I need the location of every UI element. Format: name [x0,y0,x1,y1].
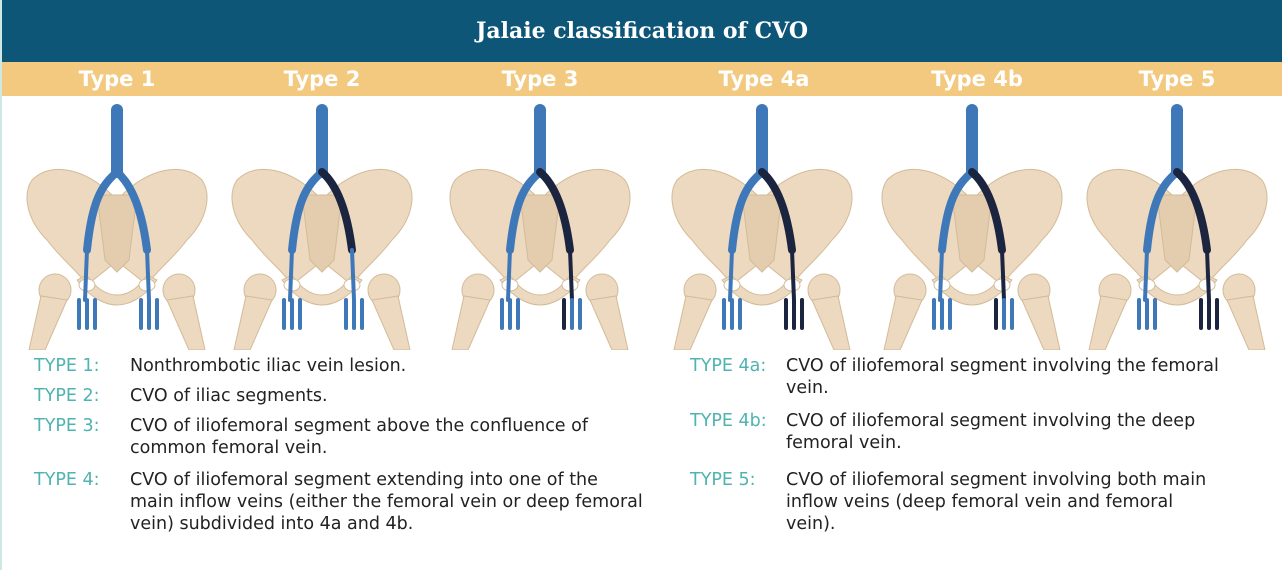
left-femur [674,296,712,350]
pelvis-svg [662,100,862,350]
type-header-bar: Type 1 Type 2 Type 3 Type 4a Type 4b Typ… [2,62,1282,96]
left-femur [452,296,490,350]
definition-type-2: TYPE 2: CVO of iliac segments. [34,385,644,407]
pelvis-right-wing [327,169,412,285]
pelvis-illustration-type-2 [222,100,422,350]
left-femur [29,296,67,350]
definition-text: CVO of iliac segments. [130,385,328,407]
type-label-1: Type 1 [27,62,207,96]
definition-key: TYPE 2: [34,385,130,407]
pelvis-right-wing [122,169,207,285]
right-femur [812,296,850,350]
right-femur [167,296,205,350]
right-femur [1227,296,1265,350]
pelvis-illustration-type-4a [662,100,862,350]
type-label-3: Type 3 [450,62,630,96]
title-bar: Jalaie classification of CVO [2,0,1282,62]
pelvis-illustration-type-1 [17,100,217,350]
pelvis-svg [17,100,217,350]
left-femur [1089,296,1127,350]
definition-text: CVO of iliofemoral segment involving the… [786,410,1226,454]
left-femur [234,296,272,350]
definition-type-4b: TYPE 4b: CVO of iliofemoral segment invo… [690,410,1250,454]
pelvis-right-wing [545,169,630,285]
pelvis-right-wing [1182,169,1267,285]
definition-key: TYPE 3: [34,415,130,459]
right-femur [590,296,628,350]
right-femoral-vein [1209,300,1217,328]
pelvis-right-wing [977,169,1062,285]
right-femoral-vein [794,300,802,328]
pelvis-illustration-type-3 [440,100,640,350]
right-femoral-vein [354,300,362,328]
right-femur [372,296,410,350]
definition-key: TYPE 4: [34,469,130,535]
definition-type-4: TYPE 4: CVO of iliofemoral segment exten… [34,469,644,535]
pelvis-svg [1077,100,1277,350]
right-femoral-vein [149,300,157,328]
definition-key: TYPE 5: [690,469,786,535]
pelvis-svg [440,100,640,350]
definition-type-3: TYPE 3: CVO of iliofemoral segment above… [34,415,644,459]
definition-text: CVO of iliofemoral segment involving the… [786,355,1226,399]
pelvis-illustration-type-4b [872,100,1072,350]
pelvis-svg [872,100,1072,350]
right-femoral-vein [1004,300,1012,328]
pelvis-svg [222,100,422,350]
type-label-4b: Type 4b [887,62,1067,96]
definition-type-5: TYPE 5: CVO of iliofemoral segment invol… [690,469,1250,535]
definition-key: TYPE 4b: [690,410,786,454]
definition-text: CVO of iliofemoral segment involving bot… [786,469,1226,535]
right-femur [1022,296,1060,350]
definition-type-1: TYPE 1: Nonthrombotic iliac vein lesion. [34,355,644,377]
type-label-4a: Type 4a [674,62,854,96]
pelvis-illustration-type-5 [1077,100,1277,350]
definition-text: Nonthrombotic iliac vein lesion. [130,355,406,377]
pelvis-illustrations [2,100,1282,355]
figure-title: Jalaie classification of CVO [476,18,808,44]
definition-text: CVO of iliofemoral segment above the con… [130,415,644,459]
left-femur [884,296,922,350]
definition-key: TYPE 1: [34,355,130,377]
right-femoral-vein [572,300,580,328]
definition-key: TYPE 4a: [690,355,786,399]
definition-type-4a: TYPE 4a: CVO of iliofemoral segment invo… [690,355,1250,399]
pelvis-right-wing [767,169,852,285]
definition-text: CVO of iliofemoral segment extending int… [130,469,644,535]
type-label-5: Type 5 [1087,62,1267,96]
type-label-2: Type 2 [232,62,412,96]
